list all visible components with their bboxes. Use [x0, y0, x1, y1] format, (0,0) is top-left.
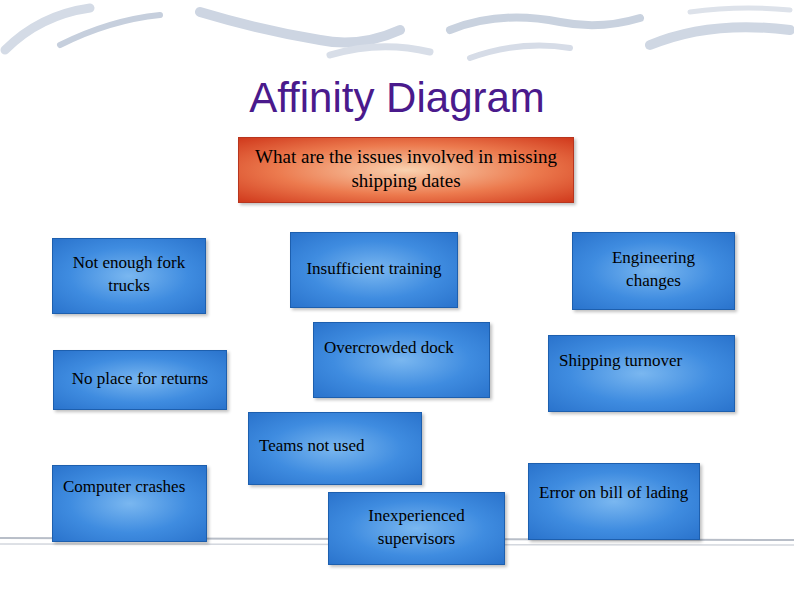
swoosh	[330, 47, 430, 55]
card-text: Inexperienced supervisors	[339, 505, 494, 551]
card-text: Not enough fork trucks	[63, 252, 195, 298]
slide-title: Affinity Diagram	[0, 74, 794, 122]
idea-card: Insufficient training	[290, 232, 458, 308]
card-text: Error on bill of lading	[539, 482, 688, 505]
idea-card: Overcrowded dock	[313, 322, 490, 398]
card-text: What are the issues involved in missing …	[249, 145, 563, 193]
card-text: Teams not used	[259, 435, 365, 458]
idea-card: Inexperienced supervisors	[328, 492, 505, 565]
swoosh	[690, 8, 790, 12]
card-text: Insufficient training	[306, 258, 441, 281]
card-text: Overcrowded dock	[324, 337, 454, 360]
card-text: No place for returns	[72, 368, 208, 391]
idea-card: Not enough fork trucks	[52, 238, 206, 314]
brush-swooshes	[5, 8, 790, 58]
card-text: Shipping turnover	[559, 350, 682, 373]
swoosh	[450, 18, 640, 31]
card-text: Computer crashes	[63, 476, 185, 499]
card-text: Engineering changes	[583, 247, 724, 293]
swoosh	[650, 27, 790, 45]
question-header-box: What are the issues involved in missing …	[238, 137, 574, 203]
swoosh	[5, 8, 90, 50]
idea-card: Error on bill of lading	[528, 463, 700, 540]
idea-card: Computer crashes	[52, 465, 207, 542]
idea-card: Teams not used	[248, 412, 422, 485]
swoosh	[60, 15, 160, 45]
idea-card: Shipping turnover	[548, 335, 735, 412]
swoosh	[470, 46, 570, 58]
idea-card: Engineering changes	[572, 232, 735, 310]
swoosh	[200, 12, 400, 42]
idea-card: No place for returns	[53, 350, 227, 410]
